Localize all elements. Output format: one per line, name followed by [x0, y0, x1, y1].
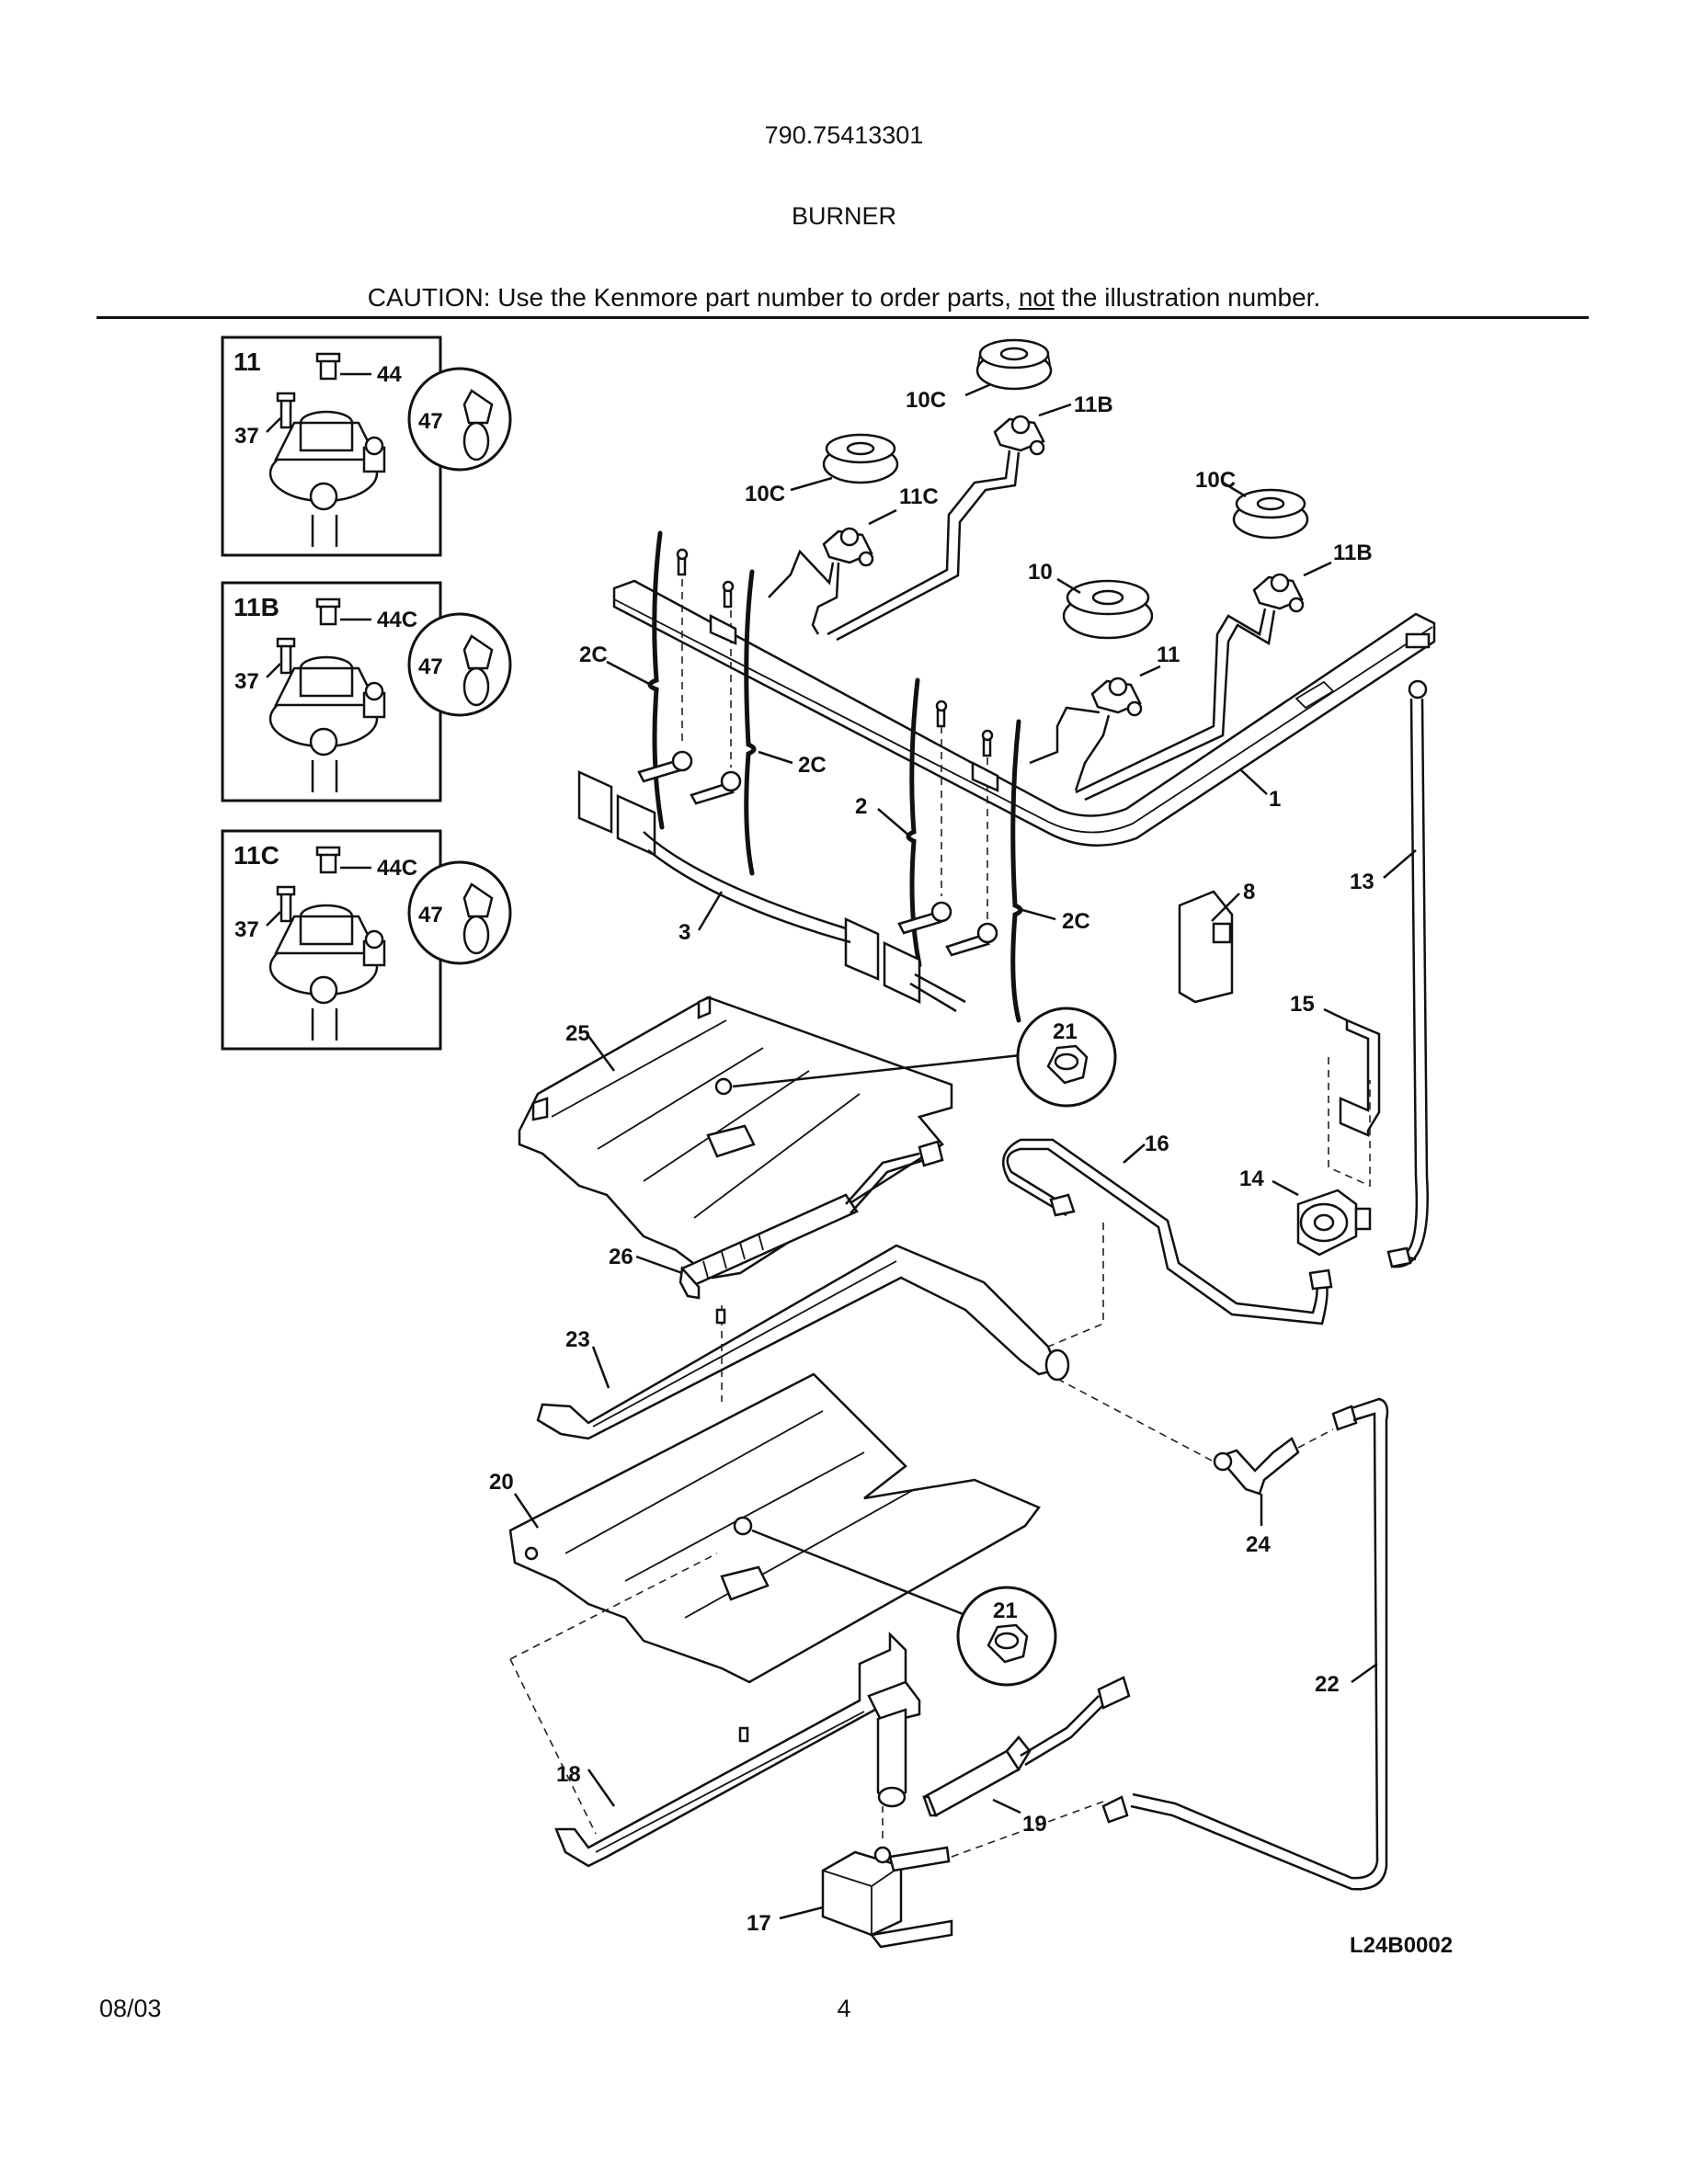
callout-15: 15	[1290, 992, 1315, 1017]
callout-10c-right: 10C	[1195, 468, 1236, 493]
manifold-pipe	[612, 579, 1436, 847]
callout-2c-left: 2C	[579, 643, 608, 667]
callout-11b-right: 11B	[1333, 540, 1373, 565]
callout-labels: 10C 11B 10C 11C 10C 11B 10 11 2C 2C 2 2C…	[489, 388, 1453, 1958]
pipe-right-vertical	[1383, 679, 1429, 1268]
valve-top	[827, 403, 1072, 642]
spark-module	[1178, 890, 1240, 1004]
pipe-16	[1002, 1138, 1333, 1348]
inset-label: 44	[377, 362, 402, 387]
regulator-bracket	[1323, 1007, 1381, 1188]
callout-11c: 11C	[899, 484, 939, 509]
broil-burner	[536, 1244, 1070, 1440]
callout-23: 23	[565, 1327, 590, 1352]
inset-title: 11B	[234, 593, 279, 621]
burner-head-center	[1056, 577, 1154, 640]
callout-20: 20	[489, 1470, 514, 1495]
model-number: 790.75413301	[764, 121, 924, 149]
inset-title: 11	[234, 347, 261, 376]
callout-21-bottom: 21	[993, 1598, 1018, 1623]
caution-prefix: CAUTION: Use the Kenmore part number to …	[367, 283, 1019, 312]
switch-harness	[577, 770, 966, 1013]
burner-head-top	[964, 338, 1053, 397]
header-rule	[97, 316, 1589, 319]
callout-17: 17	[747, 1911, 771, 1936]
callout-8: 8	[1243, 880, 1255, 904]
callout-13: 13	[1350, 870, 1374, 894]
callout-2c-right: 2C	[1062, 909, 1090, 934]
holder-right	[877, 677, 1056, 1023]
valve-right	[1075, 561, 1332, 802]
orifice-elbow	[1056, 1378, 1334, 1526]
callout-1: 1	[1269, 787, 1281, 812]
inset-label: 44C	[377, 856, 417, 881]
callout-19: 19	[1022, 1812, 1047, 1837]
igniter-bottom	[922, 1676, 1131, 1817]
pressure-regulator	[1272, 1179, 1372, 1257]
bake-burner	[509, 1553, 921, 1868]
burner-head-right	[1222, 481, 1309, 540]
callout-2c-mid: 2C	[798, 753, 827, 778]
callout-3: 3	[679, 920, 690, 945]
callout-16: 16	[1145, 1132, 1169, 1156]
inset-label: 47	[418, 654, 443, 679]
oven-baffle	[508, 1372, 1041, 1684]
inset-label: 47	[418, 409, 443, 434]
callout-14: 14	[1239, 1166, 1264, 1191]
section-title: BURNER	[791, 202, 896, 230]
valve-left	[768, 508, 897, 635]
igniter-top	[635, 1140, 944, 1300]
callout-10c-left: 10C	[745, 482, 785, 506]
drawing-code: L24B0002	[1350, 1933, 1453, 1958]
holder-left	[606, 530, 793, 876]
caution-note: CAUTION: Use the Kenmore part number to …	[0, 283, 1688, 313]
inset-label: 37	[234, 669, 259, 694]
inset-label: 44C	[377, 608, 417, 632]
callout-25: 25	[565, 1021, 590, 1046]
callout-10c-top: 10C	[906, 388, 946, 413]
gas-valve	[779, 1801, 1104, 1949]
page-number: 4	[837, 1995, 851, 2022]
inset-title: 11C	[234, 841, 279, 870]
nut-circle-bottom	[956, 1586, 1057, 1687]
caution-emphasis: not	[1018, 283, 1055, 312]
inset-label: 37	[234, 424, 259, 449]
caution-suffix: the illustration number.	[1054, 283, 1321, 312]
inset-box-11b: 11B 44C 37 47	[221, 581, 512, 802]
callout-24: 24	[1246, 1532, 1271, 1557]
callout-18: 18	[556, 1762, 581, 1787]
callout-11b-top: 11B	[1074, 392, 1113, 417]
callout-22: 22	[1315, 1672, 1340, 1697]
pipe-22	[1101, 1397, 1389, 1891]
burner-head-left	[790, 433, 899, 492]
valve-center	[1029, 665, 1161, 791]
callout-26: 26	[609, 1245, 633, 1269]
inset-box-11c: 11C 44C 37 47	[221, 829, 512, 1051]
footer-date: 08/03	[99, 1995, 162, 2022]
callout-11: 11	[1157, 643, 1180, 667]
inset-label: 37	[234, 917, 259, 942]
inset-box-11: 11 44 37 47	[221, 336, 512, 557]
callout-21-top: 21	[1053, 1019, 1078, 1044]
nut-circle-top	[1016, 1007, 1117, 1108]
callout-2: 2	[855, 794, 867, 819]
inset-label: 47	[418, 903, 443, 927]
callout-10: 10	[1028, 560, 1053, 585]
